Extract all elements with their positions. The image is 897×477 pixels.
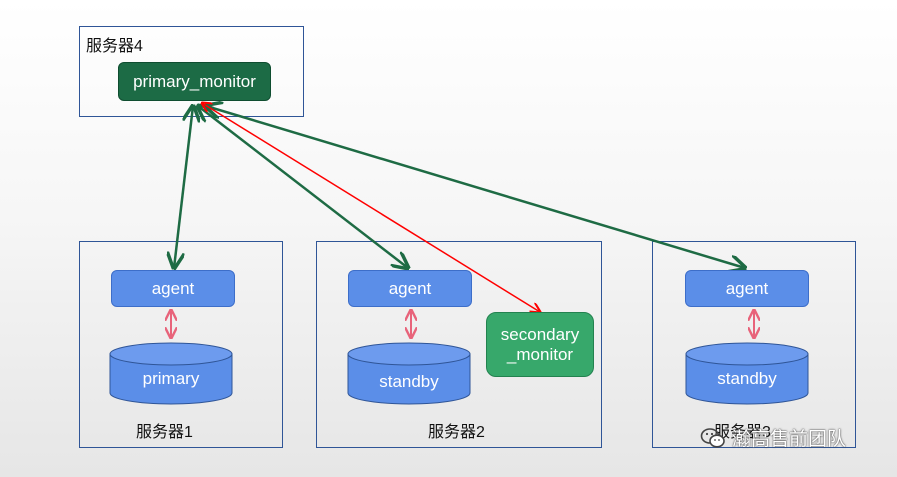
server3-box: [652, 241, 856, 448]
primary-monitor-node: primary_monitor: [118, 62, 271, 101]
watermark: 瀚高售前团队: [700, 424, 846, 451]
db-cylinder-2: [347, 342, 471, 405]
server3-title: 服务器3: [714, 424, 771, 441]
db-cylinder-3: [685, 342, 809, 405]
link-monitor-secondary: [202, 103, 540, 312]
server1-title: 服务器1: [136, 424, 193, 441]
db-cylinder-1: [109, 342, 233, 405]
server4-title: 服务器4: [86, 38, 143, 55]
secondary-monitor-line1: secondary: [500, 324, 580, 344]
server1-agent-node: agent: [111, 270, 235, 307]
secondary-monitor-node: secondary _monitor: [486, 312, 594, 377]
server2-title: 服务器2: [428, 424, 485, 441]
server3-db-label: standby: [717, 369, 777, 388]
server2-db-label: standby: [379, 372, 439, 391]
watermark-text: 瀚高售前团队: [732, 429, 847, 450]
server2-agent-node: agent: [348, 270, 472, 307]
link-monitor-agent3: [206, 106, 745, 268]
wechat-icon: [700, 427, 725, 448]
link-monitor-agent2: [198, 106, 408, 268]
link-monitor-agent1: [174, 106, 193, 268]
server3-agent-node: agent: [685, 270, 809, 307]
server1-db-label: primary: [142, 369, 200, 388]
secondary-monitor-line2: _monitor: [506, 344, 574, 364]
